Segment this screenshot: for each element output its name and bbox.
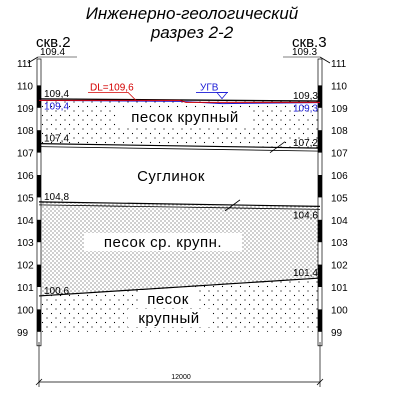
scale-label-right: 107 (331, 149, 348, 160)
boundary-1-elevation-right: 107,2 (293, 138, 318, 149)
scale-label-left: 110 (17, 81, 33, 92)
layer-boundary-connector (269, 141, 286, 153)
well-column-bar (318, 219, 322, 243)
groundwater-marker-icon (216, 92, 228, 100)
surface-elevation-right: 109,3 (293, 91, 318, 102)
layer-boundaries (38, 141, 321, 297)
scale-label-left: 101 (17, 283, 34, 294)
layer-boundary-line (38, 277, 321, 297)
groundwater-elevation-right: 109,3 (293, 104, 318, 115)
dimension-tick-right (316, 378, 324, 386)
well-column-bar (318, 85, 322, 108)
groundwater-elevation-left: 109,4 (44, 101, 69, 112)
layer-name-medium-sand: песок ср. крупн. (104, 234, 222, 251)
layer-label-bg (84, 233, 242, 251)
well-right-header-slope (319, 56, 331, 64)
scale-label-left: 106 (17, 171, 34, 182)
scale-label-right: 104 (331, 216, 348, 227)
boundary-3-elevation-left: 100,6 (44, 286, 69, 297)
well-column-bar (37, 175, 41, 198)
well-column-bar (37, 264, 41, 287)
well-column-bar (37, 85, 41, 108)
scale-label-left: 103 (17, 238, 34, 249)
design-level-label: DL=109,6 (90, 82, 134, 93)
well-left-label: скв.2 (36, 34, 71, 51)
well-column-bar (37, 219, 41, 243)
layer-boundary-line-secondary (38, 204, 321, 210)
well-column-bar (318, 130, 322, 153)
layer-name-coarse-sand-bottom-line1: песок (147, 291, 189, 308)
scale-label-left: 108 (17, 126, 34, 137)
scale-label-left: 107 (17, 149, 34, 160)
well-column-bar (318, 175, 322, 198)
scale-label-right: 111 (331, 59, 347, 70)
layer-name-coarse-sand-bottom-line2: крупный (138, 310, 199, 327)
layer-label-bg (126, 167, 216, 185)
boundary-3-elevation-right: 101,4 (293, 268, 318, 279)
scale-label-right: 109 (331, 104, 348, 115)
scale-label-right: 105 (331, 193, 348, 204)
design-level-line (39, 99, 320, 103)
layer-boundary-line (38, 143, 321, 149)
layer-name-coarse-sand-top: песок крупный (131, 109, 239, 126)
scale-label-left: 104 (17, 216, 34, 227)
well-right-mouth-elevation: 109.3 (292, 47, 317, 58)
scale-label-left: 102 (17, 261, 34, 272)
dimension-tick-left (35, 378, 43, 386)
well-right-column (317, 58, 323, 347)
layer-label-bg (138, 290, 198, 308)
layer-label-bg (118, 108, 252, 126)
scale-label-right: 101 (331, 283, 348, 294)
scale-label-right: 99 (331, 328, 343, 339)
surface-elevation-left: 109,4 (44, 89, 69, 100)
distance-label: 12000 (171, 374, 191, 381)
section-subtitle: разрез 2-2 (150, 23, 234, 42)
well-left-header-slope (27, 56, 39, 64)
scale-label-left: 109 (17, 104, 34, 115)
groundwater-label: УГВ (200, 83, 219, 94)
well-column-bar (37, 309, 41, 332)
layer-boundary-connector (224, 199, 241, 212)
well-column-bar (37, 130, 41, 153)
scale-label-right: 108 (331, 126, 348, 137)
elevation-scale-right: 111 110 109 108 107 106 105 104 103 102 101 100 99 (331, 59, 348, 339)
scale-label-left: 111 (17, 59, 33, 70)
scale-label-left: 105 (17, 193, 34, 204)
well-column-bar (318, 309, 322, 332)
scale-label-left: 99 (17, 328, 29, 339)
well-column-bar (318, 264, 322, 287)
well-right-label: скв.3 (292, 34, 327, 51)
boundary-2-elevation-right: 104,6 (293, 210, 318, 221)
scale-label-right: 110 (331, 81, 347, 92)
layer-label-bg (128, 309, 210, 327)
elevation-scale-left: 111 110 109 108 107 106 105 104 103 102 101 100 99 (17, 59, 34, 339)
boundary-2-elevation-left: 104,8 (44, 192, 69, 203)
layer-boundary-line (38, 201, 321, 207)
scale-label-right: 100 (331, 305, 348, 316)
scale-label-left: 100 (17, 305, 34, 316)
scale-label-right: 103 (331, 238, 348, 249)
layer-name-loam: Суглинок (137, 168, 205, 185)
design-level-leader (88, 91, 137, 101)
scale-label-right: 102 (331, 261, 348, 272)
scale-label-right: 106 (331, 171, 348, 182)
well-left-mouth-elevation: 109.4 (40, 47, 65, 58)
section-title: Инженерно-геологический (86, 4, 299, 23)
boundary-1-elevation-left: 107,4 (44, 134, 69, 145)
